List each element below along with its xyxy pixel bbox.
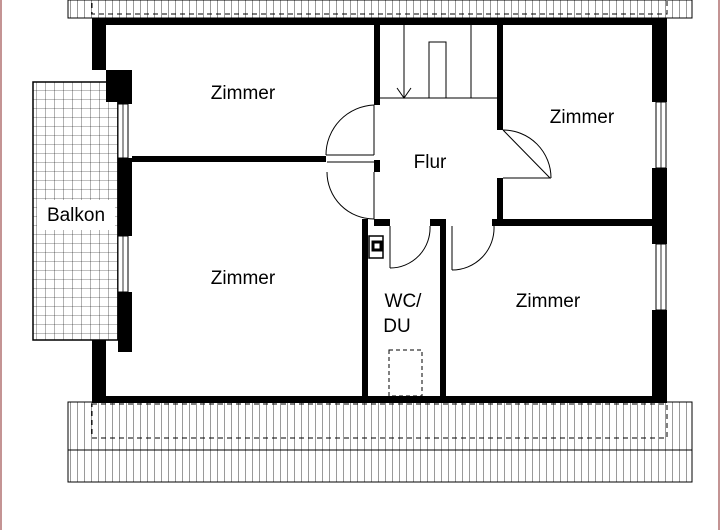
roof-top-dashed [91, 0, 668, 15]
label-wc-line1: WC/ [385, 291, 423, 312]
wc-fixtures [368, 235, 423, 397]
doors [325, 104, 552, 271]
window-panes [122, 102, 662, 310]
label-zimmer-top-left: Zimmer [211, 83, 276, 104]
balcony-label-bg [37, 200, 115, 230]
label-zimmer-top-right: Zimmer [550, 107, 615, 128]
roof-bottom-dashed [91, 403, 668, 439]
label-flur: Flur [414, 152, 447, 173]
label-zimmer-bottom-left: Zimmer [211, 268, 276, 289]
staircase [380, 25, 497, 99]
interior-walls [132, 25, 652, 396]
roof-top [67, 0, 693, 19]
label-wc-line2: DU [383, 316, 410, 337]
label-balkon: Balkon [47, 205, 105, 226]
label-zimmer-bottom-right: Zimmer [516, 291, 581, 312]
roof-bottom [67, 401, 693, 483]
outer-walls [92, 18, 667, 403]
